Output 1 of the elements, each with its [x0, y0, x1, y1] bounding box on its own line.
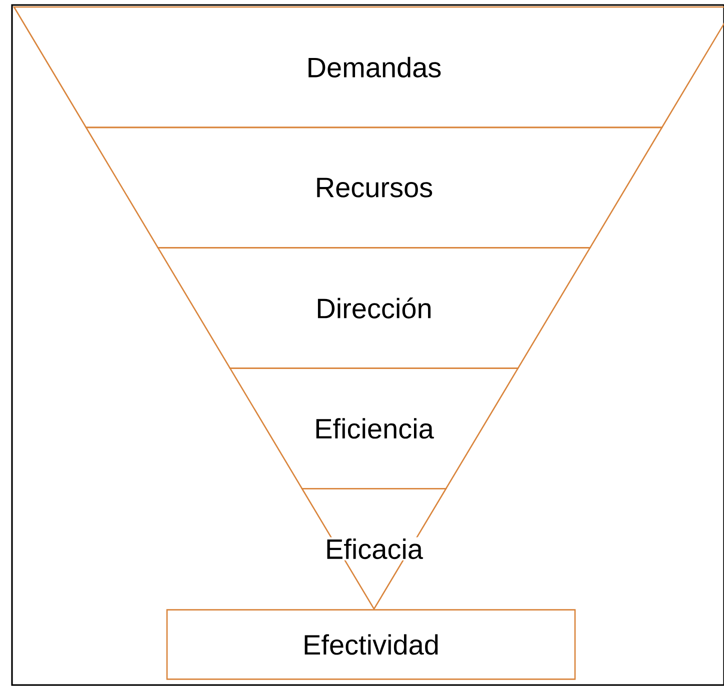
result-box: Efectividad: [166, 609, 576, 680]
